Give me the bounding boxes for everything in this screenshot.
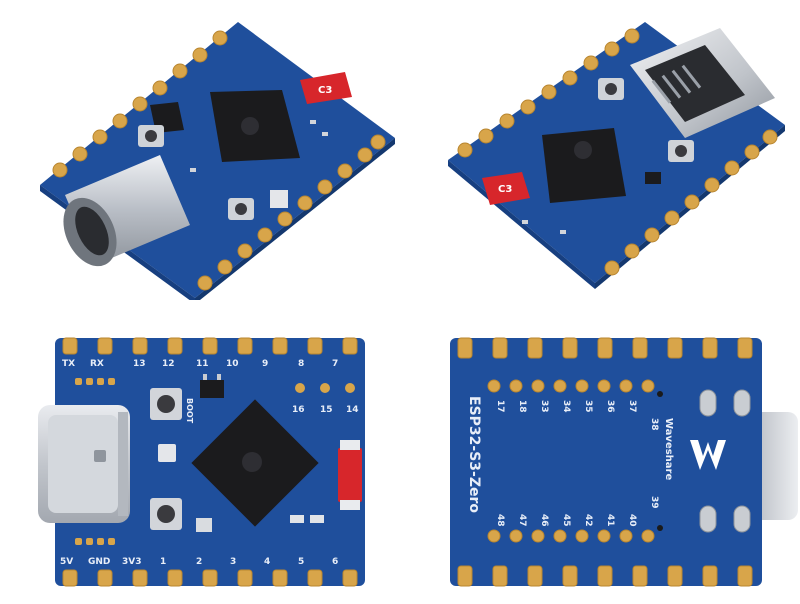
svg-text:C3: C3 bbox=[498, 184, 512, 195]
antenna-c3: C3 bbox=[338, 440, 376, 510]
svg-text:46: 46 bbox=[539, 514, 549, 527]
pin-label-4: 4 bbox=[264, 557, 270, 567]
pin-label-gnd: GND bbox=[88, 557, 110, 567]
svg-text:BOOT: BOOT bbox=[185, 398, 194, 424]
svg-text:C3: C3 bbox=[362, 482, 376, 499]
svg-text:42: 42 bbox=[583, 514, 593, 527]
via-pads-right bbox=[295, 383, 355, 393]
svg-text:37: 37 bbox=[627, 400, 637, 413]
usb-c-connector-edge bbox=[752, 412, 798, 520]
boot-button: BOOT bbox=[150, 388, 194, 424]
pin-label-11: 11 bbox=[196, 359, 209, 369]
boot-button bbox=[138, 125, 164, 147]
antenna-c3: C3 bbox=[300, 72, 352, 104]
svg-text:45: 45 bbox=[561, 514, 571, 527]
pin-label-rx: RX bbox=[90, 359, 104, 369]
smd-pads-left bbox=[75, 378, 115, 545]
pad-row-2-labels: 48 47 46 45 42 41 40 39 bbox=[495, 496, 659, 527]
chip-esp32s3 bbox=[542, 128, 626, 203]
smd-components bbox=[190, 120, 328, 208]
bottom-pin-labels: 5V GND 3V3 1 2 3 4 5 6 bbox=[60, 557, 338, 567]
top-pin-labels: TX RX 13 12 11 10 9 8 7 bbox=[62, 359, 338, 369]
reset-button bbox=[228, 198, 254, 220]
pin-label-tx: TX bbox=[62, 359, 75, 369]
reset-button bbox=[150, 498, 182, 530]
svg-text:48: 48 bbox=[495, 514, 505, 527]
vias bbox=[657, 391, 663, 531]
pin-label-16: 16 bbox=[292, 405, 305, 415]
castellated-pads-top bbox=[457, 337, 753, 359]
usb-c-connector bbox=[630, 28, 775, 138]
castellated-pads-top bbox=[62, 337, 358, 355]
rgb-led bbox=[158, 444, 176, 462]
pcb-board bbox=[450, 338, 762, 586]
board-photo-top-flat: TX RX 13 12 11 10 9 8 7 5V GND 3V3 1 2 3… bbox=[0, 300, 400, 600]
board-photo-angled-usb-right: C3 bbox=[400, 0, 800, 300]
svg-text:36: 36 bbox=[605, 400, 615, 413]
right-pin-labels: 16 15 14 bbox=[292, 405, 359, 415]
pin-label-3: 3 bbox=[230, 557, 236, 567]
svg-text:47: 47 bbox=[517, 514, 527, 527]
regulator-chip bbox=[200, 374, 224, 398]
svg-text:Waveshare: Waveshare bbox=[663, 418, 674, 480]
pin-label-2: 2 bbox=[196, 557, 202, 567]
board-photo-angled-usb-left: C3 bbox=[0, 0, 400, 304]
board-photo-bottom-flat: 17 18 33 34 35 36 37 38 48 47 46 45 42 4… bbox=[400, 300, 800, 600]
castellated-pads-top-edge bbox=[52, 30, 228, 178]
pin-label-13: 13 bbox=[133, 359, 146, 369]
pin-label-3v3: 3V3 bbox=[122, 557, 142, 567]
pin-label-8: 8 bbox=[298, 359, 304, 369]
pin-label-1: 1 bbox=[160, 557, 166, 567]
usb-c-connector bbox=[63, 155, 190, 267]
pin-label-15: 15 bbox=[320, 405, 333, 415]
pin-label-12: 12 bbox=[162, 359, 175, 369]
smd-components bbox=[196, 515, 324, 532]
castellated-pads-bottom bbox=[62, 569, 358, 587]
svg-text:33: 33 bbox=[539, 400, 549, 413]
pad-row-1-labels: 17 18 33 34 35 36 37 38 bbox=[495, 400, 659, 431]
svg-text:40: 40 bbox=[627, 514, 637, 527]
pin-label-5v: 5V bbox=[60, 557, 73, 567]
svg-text:C3: C3 bbox=[318, 85, 332, 96]
usb-slotted-pads bbox=[699, 389, 751, 533]
waveshare-logo-icon: Waveshare bbox=[663, 418, 726, 480]
svg-text:35: 35 bbox=[583, 400, 593, 413]
svg-text:18: 18 bbox=[517, 400, 527, 413]
pin-label-5: 5 bbox=[298, 557, 304, 567]
antenna-c3: C3 bbox=[482, 172, 530, 205]
reset-button bbox=[668, 140, 694, 162]
pad-row-1 bbox=[487, 379, 655, 393]
svg-text:38: 38 bbox=[649, 418, 659, 431]
chip-esp32s3 bbox=[191, 399, 319, 527]
boot-button bbox=[598, 78, 624, 100]
castellated-pads-lower-edge bbox=[604, 129, 778, 276]
svg-text:39: 39 bbox=[649, 496, 659, 509]
pin-label-14: 14 bbox=[346, 405, 359, 415]
smd-components bbox=[522, 172, 661, 234]
svg-text:34: 34 bbox=[561, 400, 571, 413]
svg-text:17: 17 bbox=[495, 400, 505, 413]
pin-label-7: 7 bbox=[332, 359, 338, 369]
castellated-pads-bottom bbox=[457, 565, 753, 587]
castellated-pads-bottom-edge bbox=[197, 134, 386, 291]
castellated-pads-upper-edge bbox=[457, 28, 640, 158]
pin-label-10: 10 bbox=[226, 359, 239, 369]
usb-c-connector bbox=[38, 405, 130, 523]
pin-label-6: 6 bbox=[332, 557, 338, 567]
svg-text:41: 41 bbox=[605, 514, 615, 527]
svg-text:ESP32-S3-Zero: ESP32-S3-Zero bbox=[466, 396, 482, 513]
pin-label-9: 9 bbox=[262, 359, 268, 369]
model-label: ESP32-S3-Zero bbox=[466, 396, 482, 513]
pad-row-2 bbox=[487, 529, 655, 543]
chip-esp32s3 bbox=[210, 90, 300, 162]
